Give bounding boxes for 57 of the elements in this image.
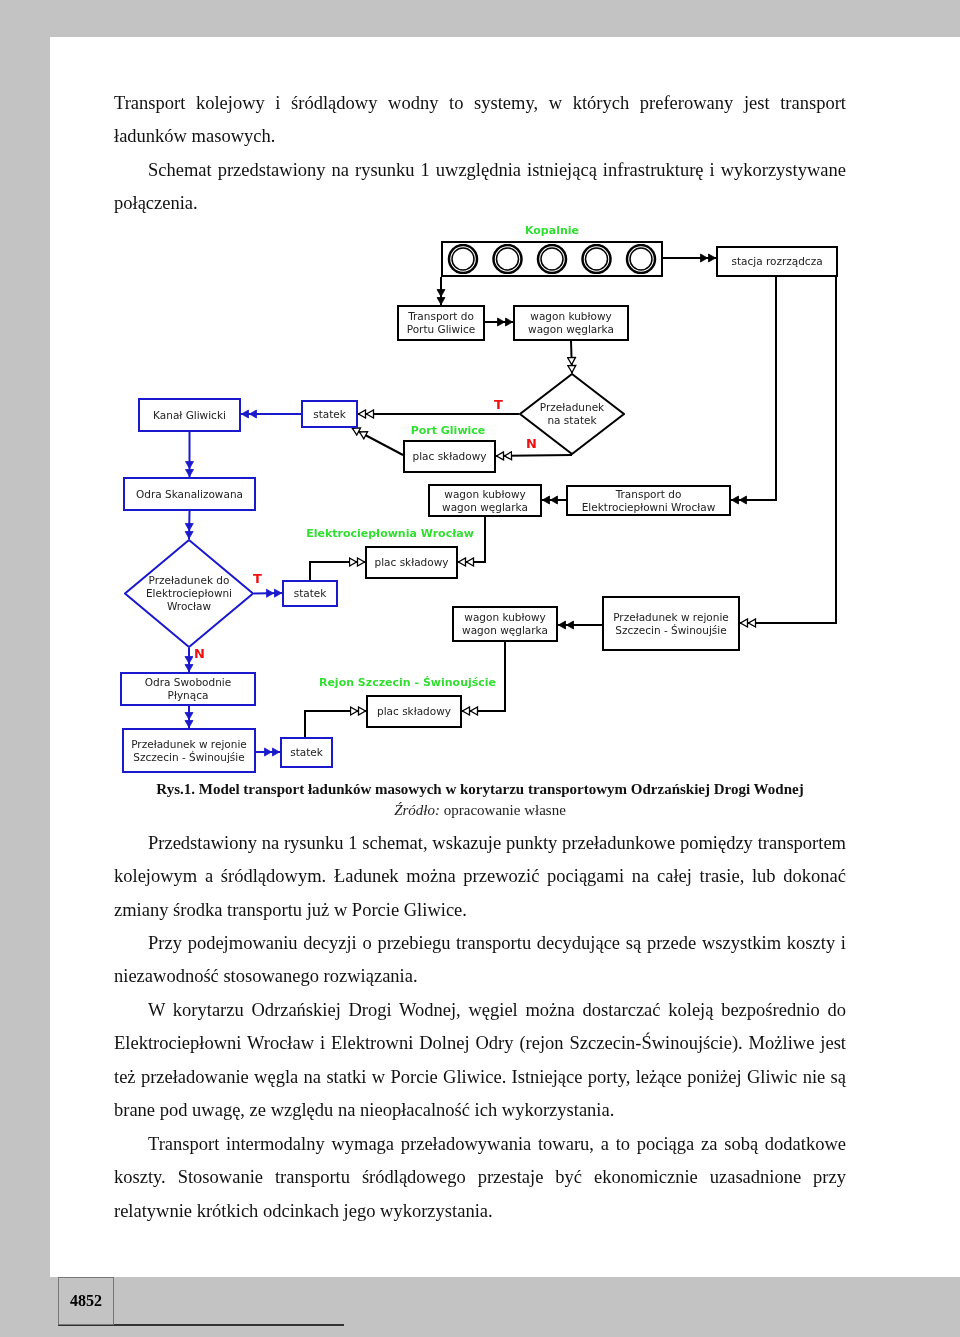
source-note: Źródło: opracowanie własne	[393, 802, 567, 819]
arrow	[739, 276, 837, 628]
process-box: wagon kubłowy wagon węglarka	[428, 484, 542, 517]
group-heading: Kopalnie	[524, 224, 580, 238]
group-heading: Port Gliwice	[409, 424, 487, 438]
process-box: statek	[282, 580, 338, 607]
edge-label: T	[493, 398, 504, 412]
process-box: Odra Swobodnie Płynąca	[120, 672, 256, 706]
edge-label: T	[252, 572, 263, 586]
arrow	[357, 409, 520, 419]
process-box: statek	[301, 400, 358, 428]
arrow	[184, 647, 194, 673]
arrow	[309, 557, 366, 581]
process-box: wagon kubłowy wagon węglarka	[513, 305, 629, 341]
process-box: Przeładunek w rejonie Szczecin - Świnoujśie	[602, 596, 740, 651]
arrow	[351, 427, 404, 456]
process-box: stacja rozrządcza	[716, 246, 838, 277]
arrow	[304, 706, 367, 738]
arrow	[461, 641, 506, 716]
arrow	[566, 340, 577, 374]
figure-caption: Rys.1. Model transport ładunków masowych w korytarzu transportowym Odrzańskiej Drogi Wodnej	[155, 781, 805, 798]
arrow	[495, 451, 573, 461]
arrow	[185, 431, 194, 478]
arrow	[184, 705, 194, 729]
arrow	[730, 276, 777, 505]
body-paragraph: Transport kolejowy i śródlądowy wodny to systemy, w których preferowany jest transport ładunków masowych.	[114, 92, 846, 149]
arrow	[541, 495, 567, 505]
page-number: 4852	[58, 1277, 114, 1325]
group-heading: Rejon Szczecin - Świnoujście	[317, 676, 498, 690]
arrow	[253, 588, 283, 598]
edge-label: N	[525, 437, 538, 451]
decision-diamond: Przeładunek do Elektrociepłowni Wrocław	[124, 539, 254, 648]
body-paragraph: Przedstawiony na rysunku 1 schemat, wskazuje punkty przeładunkowe pomiędzy transportem kolejowym a śródlądowym. Ładunek można przewozić pociągami na całej trasie, lub dokonać zmiany środka transportu już w Porcie Gliwice.	[114, 832, 846, 922]
edge-label: N	[193, 647, 206, 661]
process-box: Odra Skanalizowana	[123, 477, 256, 511]
process-box: statek	[280, 737, 333, 768]
process-box: Przeładunek w rejonie Szczecin - Świnoujśie	[122, 728, 256, 773]
arrow	[662, 253, 717, 263]
arrow	[557, 620, 603, 630]
body-paragraph: Schemat przedstawiony na rysunku 1 uwzględnia istniejącą infrastrukturę i wykorzystywane połączenia.	[114, 159, 846, 216]
arrow	[484, 317, 514, 327]
storage-yard-box: plac składowy	[366, 695, 462, 728]
process-box: Transport do Elektrociepłowni Wrocław	[566, 485, 731, 516]
body-paragraph: W korytarzu Odrzańskiej Drogi Wodnej, węgiel można dostarczać koleją bezpośrednio do Elektrociepłowni Wrocław i Elektrowni Dolnej Odry (rejon Szczecin-Świnoujście). Możliwe jest też przeładowanie węgla na statki w Porcie Gliwice. Istniejące porty, leżące poniżej Gliwic nie są brane pod uwagę, ze względu na nieopłacalność ich wykorzystania.	[114, 999, 846, 1123]
process-box: Transport do Portu Gliwice	[397, 305, 485, 341]
arrow	[255, 747, 281, 757]
group-heading: Elektrociepłownia Wrocław	[305, 527, 475, 541]
arrow	[184, 510, 194, 540]
arrow	[457, 516, 486, 567]
arrow	[240, 409, 302, 419]
storage-yard-box: plac składowy	[403, 440, 496, 473]
body-paragraph: Transport intermodalny wymaga przeładowywania towaru, a to pociąga za sobą dodatkowe koszty. Stosowanie transportu śródlądowego przestaje być ekonomicznie uzasadnione przy relatywnie krótkich odcinkach jego wykorzystania.	[114, 1133, 846, 1223]
storage-yard-box: plac składowy	[365, 546, 458, 579]
process-box: wagon kubłowy wagon węglarka	[452, 606, 558, 642]
body-paragraph: Przy podejmowaniu decyzji o przebiegu transportu decydujące są przede wszystkim koszty i niezawodność stosowanego rozwiązania.	[114, 932, 846, 989]
arrow	[436, 276, 446, 306]
process-box: Kanał Gliwicki	[138, 398, 241, 432]
